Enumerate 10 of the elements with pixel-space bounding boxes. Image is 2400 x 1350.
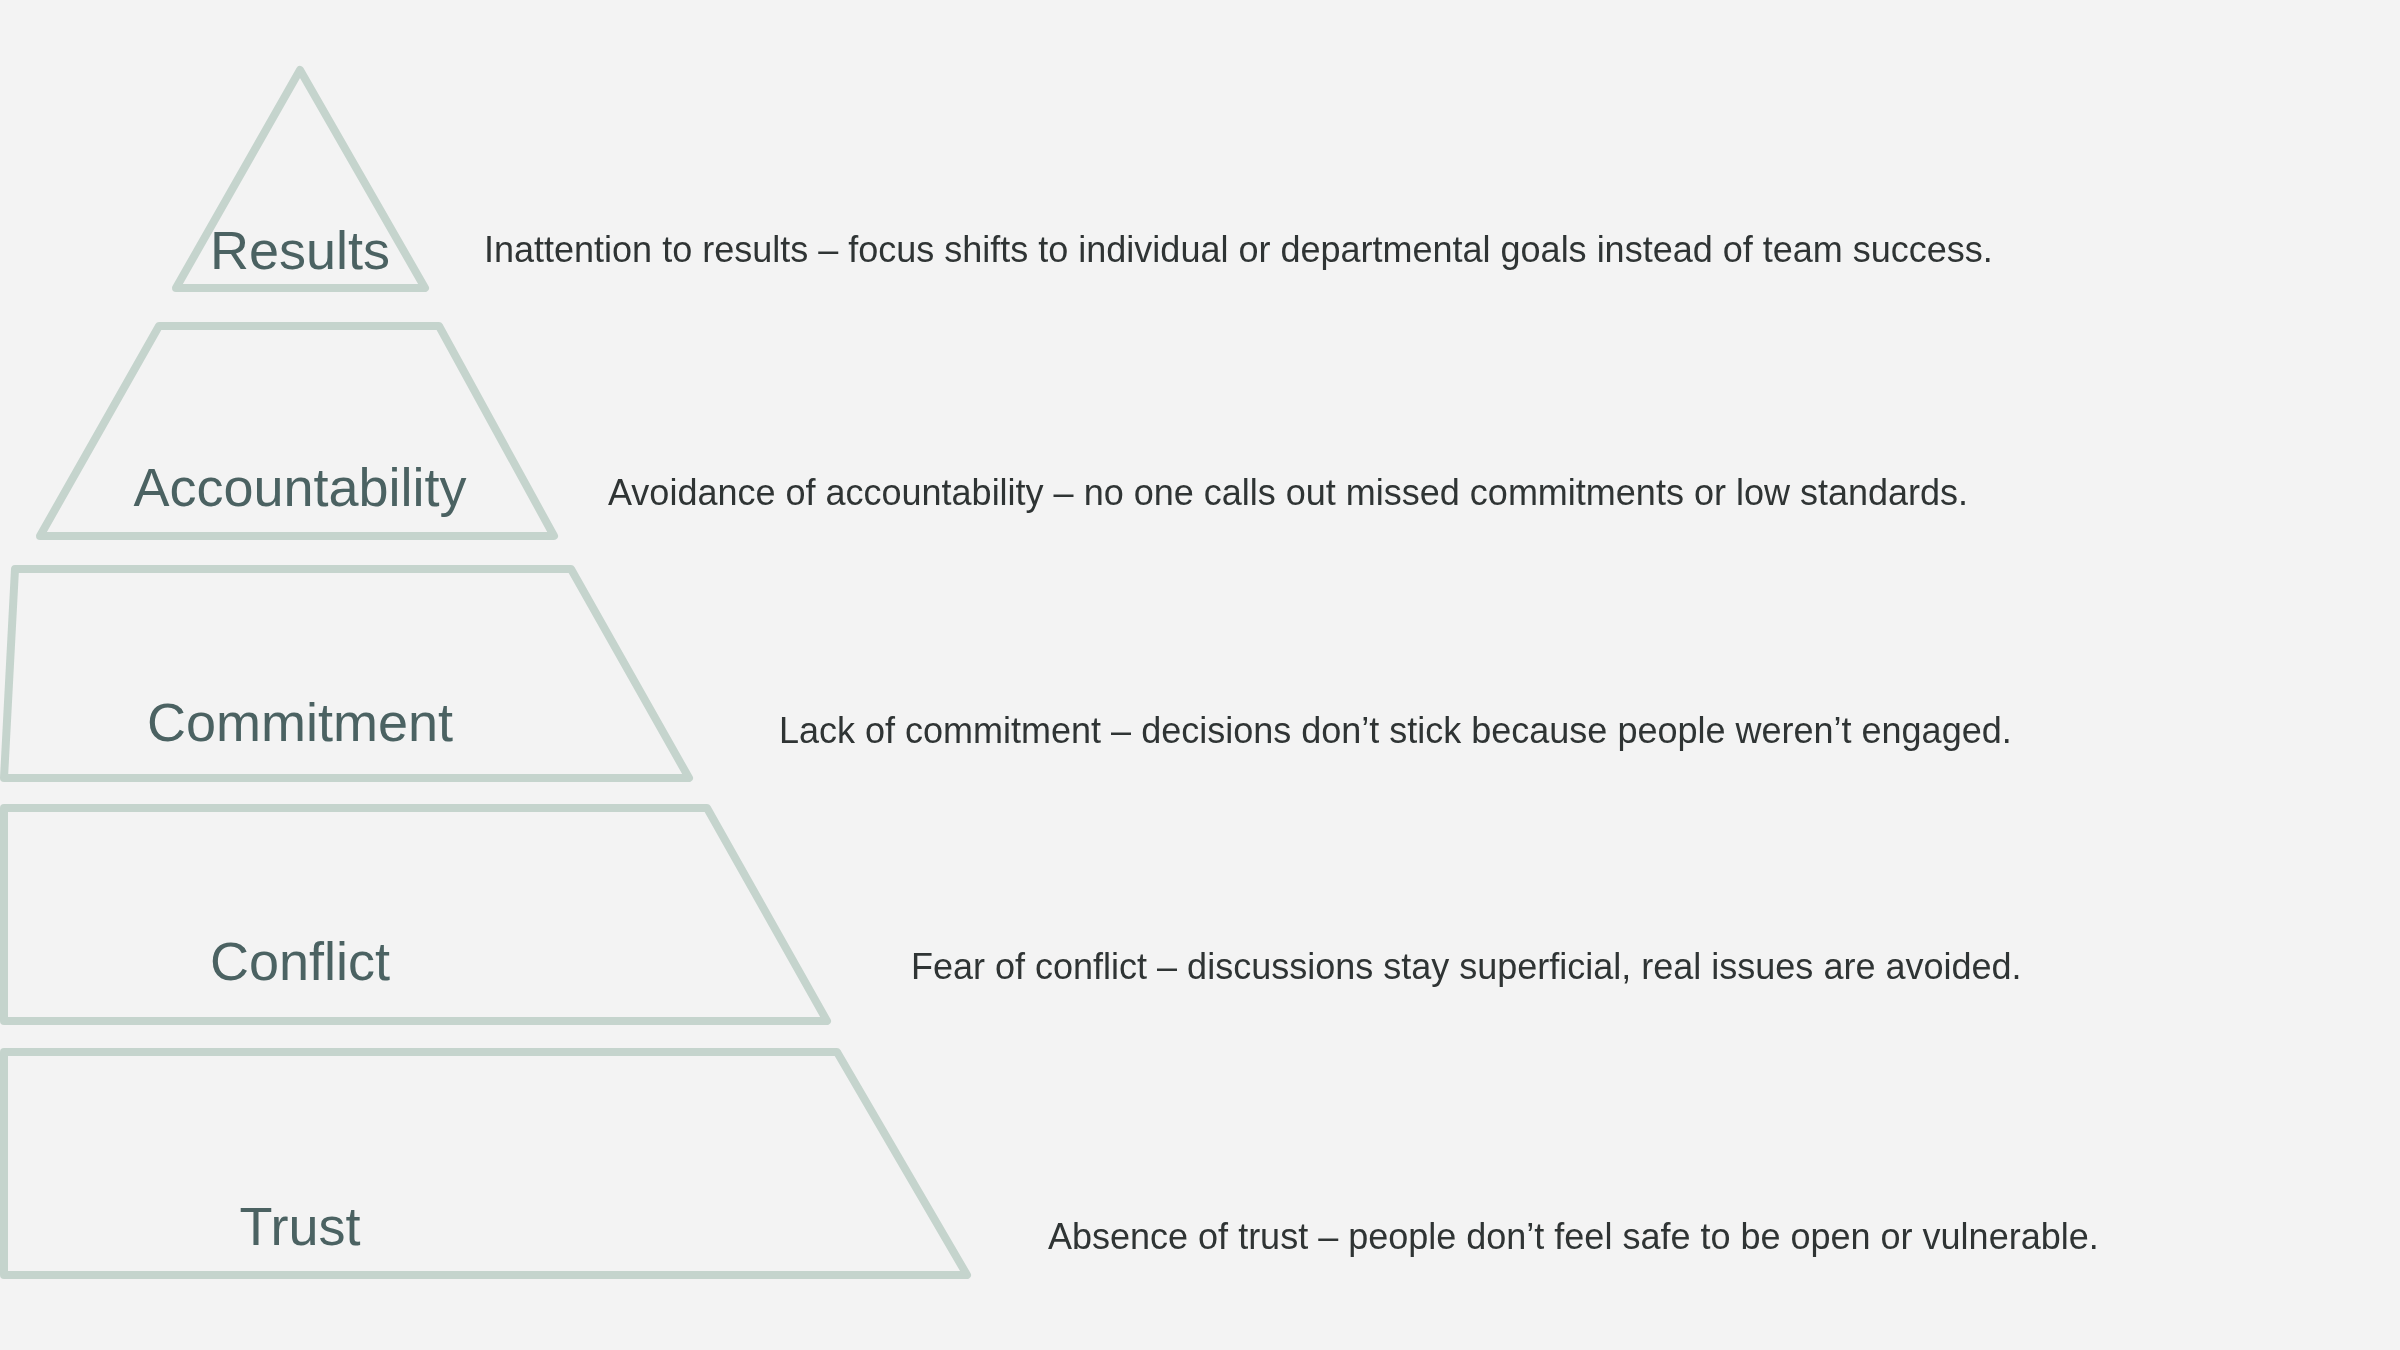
description-text: Lack of commitment – decisions don’t stick because people weren’t engaged. [779, 710, 2012, 752]
description-text: Avoidance of accountability – no one calls out missed commitments or low standards. [608, 472, 1969, 514]
tier-label: Conflict [209, 930, 391, 992]
tier-label: Commitment [147, 691, 453, 753]
tier-label: Trust [239, 1195, 361, 1257]
description-text: Inattention to results – focus shifts to individual or departmental goals instead of team success. [484, 229, 1993, 271]
tier-label: Accountability [133, 456, 467, 518]
description-text: Fear of conflict – discussions stay superficial, real issues are avoided. [911, 946, 2022, 988]
description-text: Absence of trust – people don’t feel safe to be open or vulnerable. [1048, 1216, 2099, 1258]
tier-label: Results [209, 219, 391, 281]
